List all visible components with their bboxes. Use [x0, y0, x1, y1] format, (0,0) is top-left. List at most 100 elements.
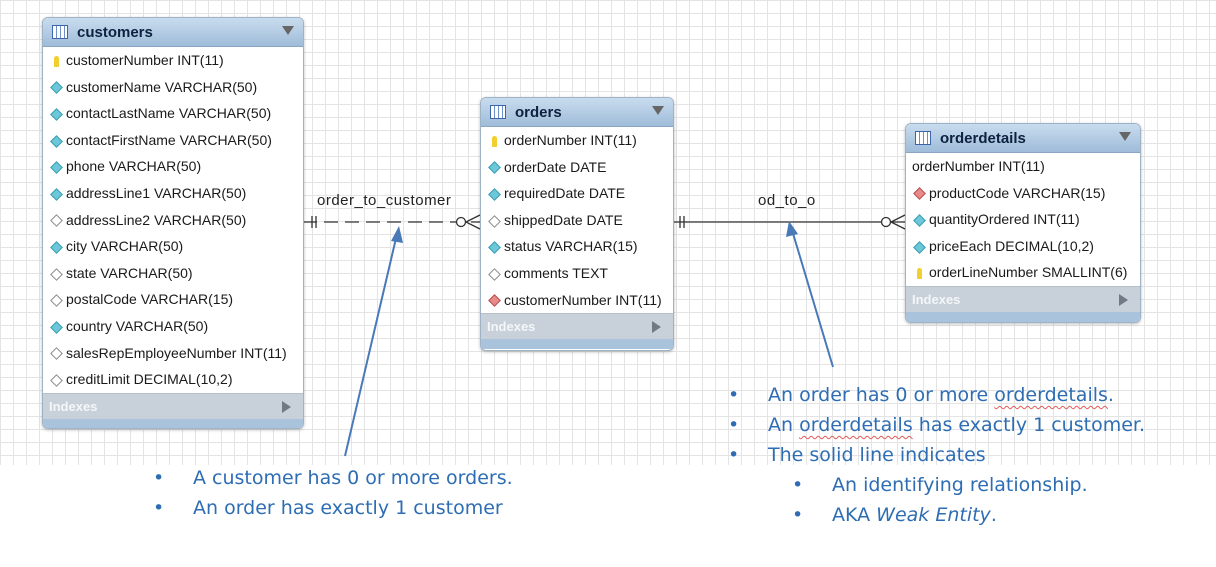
column-text: orderLineNumber SMALLINT(6) — [929, 264, 1128, 281]
indexes-label: Indexes — [912, 291, 961, 307]
orders-table-header[interactable]: orders — [481, 98, 673, 127]
bullet-icon: • — [792, 504, 804, 526]
not-null-diamond-icon — [49, 180, 63, 207]
relationship-label-order-to-customer[interactable]: order_to_customer — [317, 192, 452, 209]
column-row[interactable]: country VARCHAR(50) — [43, 313, 303, 340]
orderdetails-columns: orderNumber INT(11) productCode VARCHAR(1… — [906, 153, 1140, 286]
note-text-part: . — [990, 504, 997, 526]
note-text: A customer has 0 or more orders. — [193, 467, 513, 489]
orders-table-footer — [481, 339, 673, 350]
column-row[interactable]: phone VARCHAR(50) — [43, 153, 303, 180]
note-text-part: AKA — [832, 504, 877, 526]
column-text: customerNumber INT(11) — [504, 291, 662, 308]
note-text-part: has exactly 1 customer. — [912, 414, 1145, 436]
order-to-customer-crow-2 — [465, 221, 481, 230]
column-row[interactable]: orderDate DATE — [481, 154, 673, 181]
column-row[interactable]: shippedDate DATE — [481, 207, 673, 234]
column-text: postalCode VARCHAR(15) — [66, 291, 234, 308]
column-row[interactable]: orderLineNumber SMALLINT(6) — [906, 259, 1140, 286]
customers-table[interactable]: customers customerNumber INT(11)customer… — [42, 17, 304, 429]
not-null-diamond-icon — [49, 153, 63, 180]
column-text: customerNumber INT(11) — [66, 52, 224, 68]
column-row[interactable]: requiredDate DATE — [481, 180, 673, 207]
not-null-diamond-icon — [912, 233, 926, 260]
od-to-o-crow-2 — [890, 221, 906, 230]
note-text: AKA Weak Entity. — [832, 500, 997, 530]
orders-table[interactable]: orders orderNumber INT(11) orderDate DATE… — [480, 97, 674, 351]
bullet-icon: • — [728, 384, 740, 406]
collapse-triangle-icon[interactable] — [652, 106, 664, 115]
notes-left: • A customer has 0 or more orders. • An … — [153, 463, 573, 523]
column-row[interactable]: customerName VARCHAR(50) — [43, 74, 303, 101]
note-item: • A customer has 0 or more orders. — [153, 463, 573, 493]
column-row[interactable]: city VARCHAR(50) — [43, 233, 303, 260]
column-row[interactable]: customerNumber INT(11) — [43, 47, 303, 74]
expand-arrow-icon[interactable] — [282, 400, 291, 413]
column-row[interactable]: salesRepEmployeeNumber INT(11) — [43, 340, 303, 367]
column-row[interactable]: state VARCHAR(50) — [43, 260, 303, 287]
column-text: phone VARCHAR(50) — [66, 158, 202, 175]
column-row[interactable]: postalCode VARCHAR(15) — [43, 286, 303, 313]
column-text: creditLimit DECIMAL(10,2) — [66, 371, 233, 388]
bullet-icon: • — [728, 444, 740, 466]
note-text-orderdetails: orderdetails — [799, 414, 913, 436]
not-null-diamond-icon — [49, 233, 63, 260]
note-text-part: An order has 0 or more — [768, 384, 995, 406]
bullet-icon: • — [153, 467, 165, 489]
collapse-triangle-icon[interactable] — [1119, 132, 1131, 141]
column-row[interactable]: customerNumber INT(11) — [481, 287, 673, 314]
customers-table-header[interactable]: customers — [43, 18, 303, 47]
orderdetails-table-header[interactable]: orderdetails — [906, 124, 1140, 153]
column-text: productCode VARCHAR(15) — [929, 184, 1106, 201]
not-null-diamond-icon — [49, 74, 63, 101]
note-text: An order has 0 or more orderdetails. — [768, 380, 1114, 410]
relationship-label-od-to-o[interactable]: od_to_o — [758, 192, 816, 209]
collapse-triangle-icon[interactable] — [282, 26, 294, 35]
column-text: addressLine2 VARCHAR(50) — [66, 211, 247, 228]
column-text: shippedDate DATE — [504, 211, 623, 228]
note-text-orderdetails: orderdetails — [994, 384, 1108, 406]
column-row[interactable]: contactFirstName VARCHAR(50) — [43, 127, 303, 154]
bullet-icon: • — [153, 497, 165, 519]
column-row[interactable]: orderNumber INT(11) — [481, 127, 673, 154]
customers-columns: customerNumber INT(11) customerName VARCH… — [43, 47, 303, 393]
column-text: country VARCHAR(50) — [66, 317, 209, 334]
customers-table-footer — [43, 418, 303, 428]
note-item: • An orderdetails has exactly 1 customer… — [728, 410, 1208, 440]
orderdetails-indexes-bar[interactable]: Indexes — [906, 285, 1140, 312]
column-row[interactable]: creditLimit DECIMAL(10,2) — [43, 366, 303, 393]
column-text: orderNumber INT(11) — [504, 132, 637, 148]
column-row[interactable]: addressLine2 VARCHAR(50) — [43, 207, 303, 234]
foreign-key-diamond-icon — [912, 180, 926, 207]
column-row[interactable]: orderNumber INT(11) — [906, 153, 1140, 180]
column-row[interactable]: quantityOrdered INT(11) — [906, 206, 1140, 233]
orders-indexes-bar[interactable]: Indexes — [481, 313, 673, 340]
customers-indexes-bar[interactable]: Indexes — [43, 392, 303, 419]
not-null-diamond-icon — [912, 206, 926, 233]
annotation-arrow-left-head — [391, 226, 403, 243]
orderdetails-table[interactable]: orderdetails orderNumber INT(11) productC… — [905, 123, 1141, 323]
expand-arrow-icon[interactable] — [652, 321, 661, 334]
column-text: orderDate DATE — [504, 158, 607, 175]
orders-table-name: orders — [515, 104, 562, 121]
column-row[interactable]: contactLastName VARCHAR(50) — [43, 100, 303, 127]
expand-arrow-icon[interactable] — [1119, 293, 1128, 306]
annotation-arrow-right-head — [786, 221, 798, 237]
nullable-diamond-icon — [49, 207, 63, 234]
od-to-o-crow-1 — [890, 214, 906, 223]
column-row[interactable]: status VARCHAR(15) — [481, 233, 673, 260]
note-text-part: An — [768, 414, 800, 436]
column-text: state VARCHAR(50) — [66, 264, 193, 281]
nullable-diamond-icon — [487, 207, 501, 234]
column-row[interactable]: addressLine1 VARCHAR(50) — [43, 180, 303, 207]
notes-right: • An order has 0 or more orderdetails. •… — [728, 380, 1208, 530]
bullet-icon: • — [728, 414, 740, 436]
column-row[interactable]: priceEach DECIMAL(10,2) — [906, 233, 1140, 260]
annotation-arrow-left — [344, 233, 398, 457]
nullable-diamond-icon — [487, 260, 501, 287]
note-text-weak-entity: Weak Entity — [876, 504, 991, 526]
column-row[interactable]: productCode VARCHAR(15) — [906, 180, 1140, 207]
note-item: • An order has 0 or more orderdetails. — [728, 380, 1208, 410]
column-row[interactable]: comments TEXT — [481, 260, 673, 287]
